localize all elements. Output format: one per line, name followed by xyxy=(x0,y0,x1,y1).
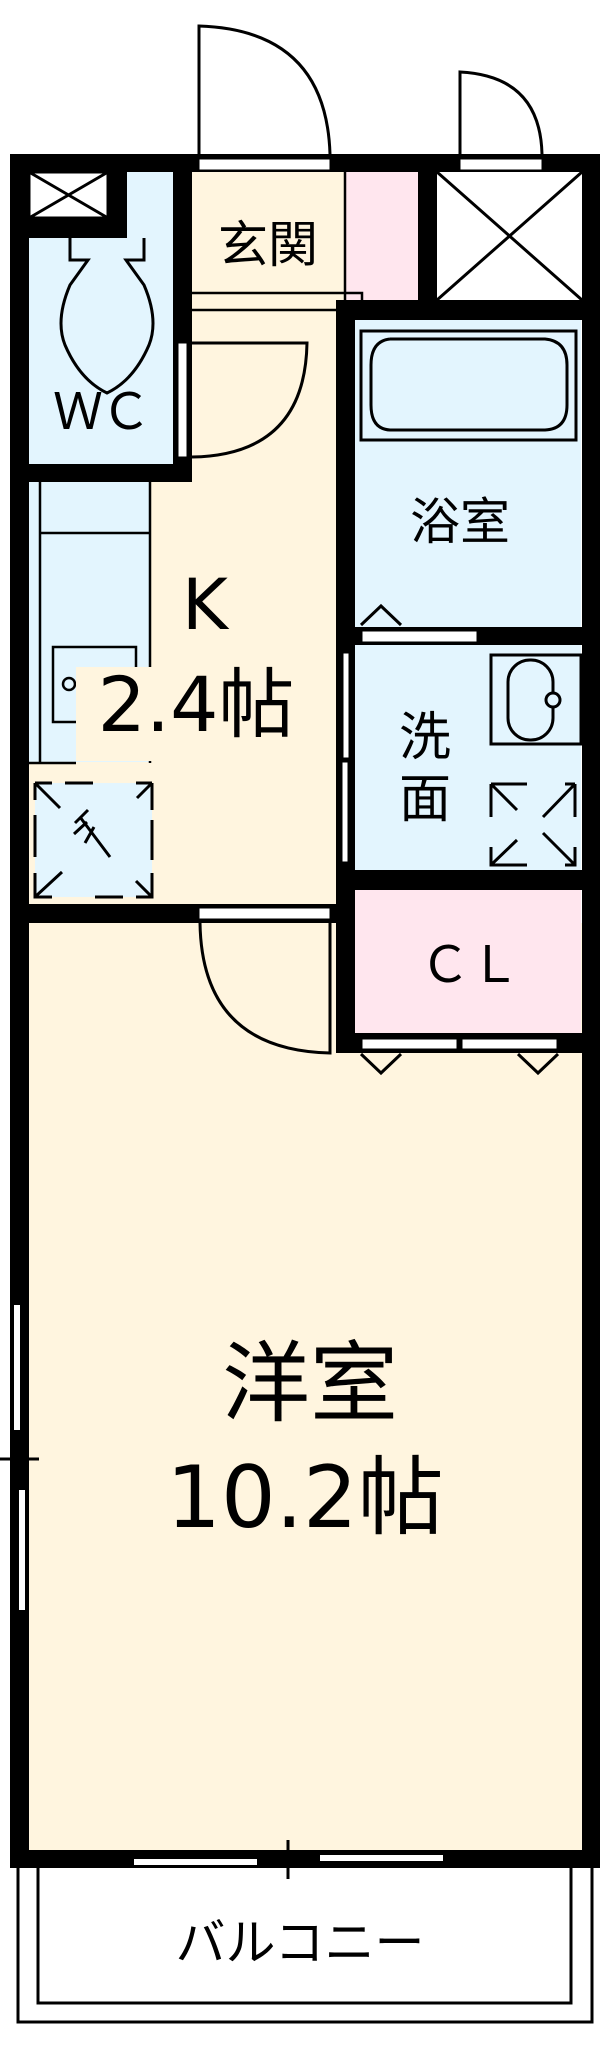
washroom-label-line1: 洗 xyxy=(398,708,451,768)
entrance-step-lines xyxy=(192,291,364,312)
wc-label: ＷＣ xyxy=(53,383,151,441)
kitchen-label: K xyxy=(182,564,228,646)
wc-door-opening xyxy=(177,342,188,458)
closet-label: ＣＬ xyxy=(420,936,520,994)
closet-door-hinge-icons xyxy=(359,1052,560,1076)
entrance-floor xyxy=(192,172,345,312)
balcony-outline xyxy=(16,1868,594,2024)
shoe-storage-floor xyxy=(345,172,418,300)
entrance-door-opening xyxy=(198,158,331,171)
pipe-shaft-large-cross-icon xyxy=(436,170,583,302)
washroom-washer-pan-icon xyxy=(489,782,577,867)
washroom-floor xyxy=(355,645,581,870)
closet-floor xyxy=(355,890,581,1033)
kitchen-size-label: 2.4帖 xyxy=(76,667,316,761)
pipe-shaft-small-cross-icon xyxy=(28,170,109,220)
ps-door-swing[interactable] xyxy=(458,70,544,155)
west-window[interactable] xyxy=(14,1305,20,1430)
toilet-icon xyxy=(59,238,155,395)
balcony-window-left[interactable] xyxy=(134,1859,257,1865)
entrance-label: 玄関 xyxy=(218,216,318,274)
entrance-door-swing[interactable] xyxy=(197,24,332,155)
washroom-label-line2: 面 xyxy=(398,770,451,830)
kitchen-door-opening xyxy=(198,907,331,920)
bath-floor xyxy=(355,320,581,627)
kitchen-upper-floor xyxy=(192,300,336,490)
western-room-floor xyxy=(29,923,582,1851)
wc-door-swing[interactable] xyxy=(191,341,309,459)
bath-door-opening xyxy=(361,630,478,643)
western-room-size-label: 10.2帖 xyxy=(166,1448,444,1548)
balcony-window-right[interactable] xyxy=(320,1855,443,1861)
vanity xyxy=(489,653,583,746)
bathtub xyxy=(359,329,578,442)
ps-door-opening xyxy=(459,158,543,171)
closet-door-left[interactable] xyxy=(361,1038,458,1050)
bath-door-hinge-icon xyxy=(359,603,403,627)
western-room-label: 洋室 xyxy=(221,1332,398,1435)
balcony-label: バルコニー xyxy=(175,1914,425,1972)
washroom-sliding-door[interactable] xyxy=(342,652,350,759)
washer-pan-icon xyxy=(33,781,154,899)
bathtub-inner xyxy=(369,337,569,432)
kitchen-door-swing[interactable] xyxy=(198,922,332,1055)
closet-door-right[interactable] xyxy=(461,1038,558,1050)
bath-label: 浴室 xyxy=(410,493,510,551)
balcony-inner-outline xyxy=(36,1868,573,2005)
